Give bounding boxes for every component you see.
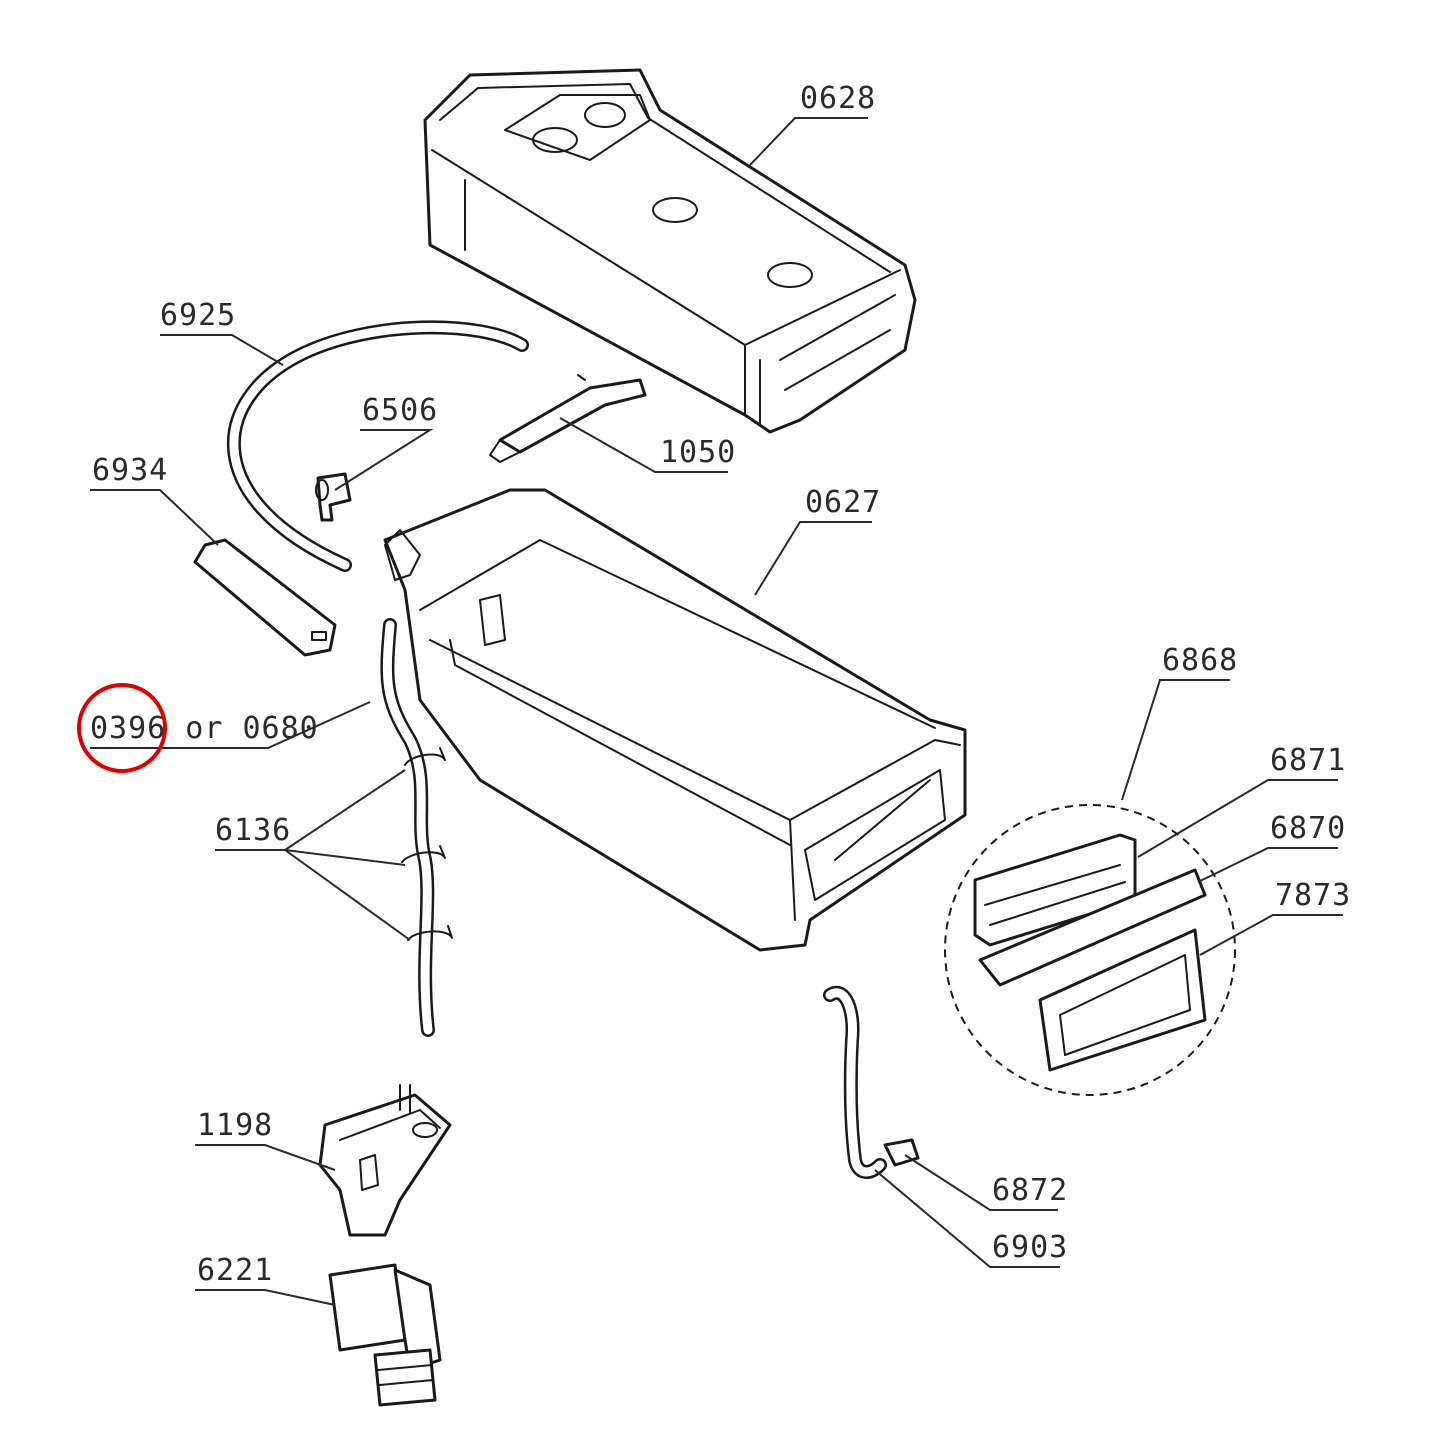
part-6934-strip bbox=[193, 538, 337, 657]
part-6903-hose bbox=[823, 985, 887, 1179]
part-1198-bracket bbox=[318, 1084, 452, 1237]
label-6506: 6506 bbox=[362, 393, 438, 428]
label-6871: 6871 bbox=[1270, 743, 1346, 778]
part-0396-hose bbox=[380, 618, 435, 1037]
label-1050: 1050 bbox=[660, 435, 736, 470]
part-6221-pump bbox=[328, 1263, 442, 1407]
callout-labels: 0628 6925 6506 6934 1050 0627 0396 or 06… bbox=[90, 81, 1351, 1288]
part-0627-drawer-body bbox=[383, 488, 967, 952]
label-6221: 6221 bbox=[197, 1253, 273, 1288]
part-0628-cover bbox=[423, 68, 917, 434]
part-6506-connector bbox=[315, 472, 352, 522]
label-6934: 6934 bbox=[92, 453, 168, 488]
label-7873: 7873 bbox=[1275, 878, 1351, 913]
leader-lines bbox=[90, 117, 1343, 1306]
label-6136: 6136 bbox=[215, 813, 291, 848]
part-6136-clips bbox=[401, 747, 453, 941]
label-6870: 6870 bbox=[1270, 811, 1346, 846]
label-6872: 6872 bbox=[992, 1173, 1068, 1208]
part-6868-group bbox=[944, 804, 1236, 1096]
label-6925: 6925 bbox=[160, 298, 236, 333]
part-6925-hose bbox=[226, 320, 529, 572]
label-0396-or-0680: 0396 or 0680 bbox=[90, 711, 319, 746]
label-0628: 0628 bbox=[800, 81, 876, 116]
label-6903: 6903 bbox=[992, 1230, 1068, 1265]
label-6868: 6868 bbox=[1162, 643, 1238, 678]
label-0627: 0627 bbox=[805, 485, 881, 520]
highlight-circle bbox=[77, 683, 167, 773]
part-1050-bracket bbox=[489, 374, 647, 463]
label-1198: 1198 bbox=[197, 1108, 273, 1143]
